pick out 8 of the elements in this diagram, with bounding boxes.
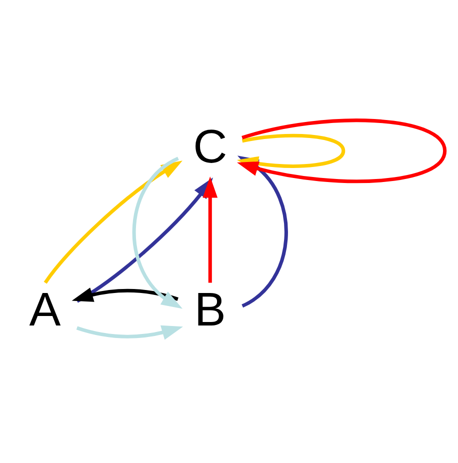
arrow [132,156,183,308]
arrow [44,160,182,284]
arrow [202,176,218,282]
node-text: B [194,282,226,335]
arrow [76,324,184,340]
arrow [72,287,178,302]
node-text: C [193,119,228,172]
node-text: A [29,282,61,335]
